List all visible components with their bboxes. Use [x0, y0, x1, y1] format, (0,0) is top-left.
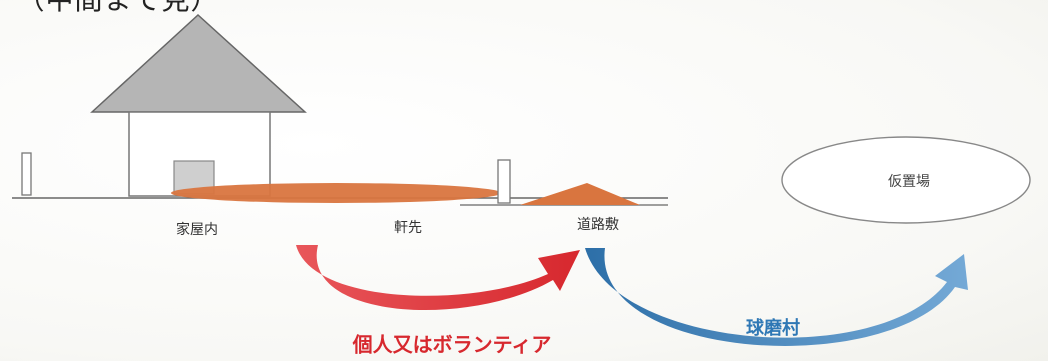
volunteer-flow-label: 個人又はボランティア — [352, 332, 552, 357]
temporary-site-label: 仮置場 — [888, 174, 930, 190]
house-roof — [90, 13, 307, 113]
left-post — [21, 152, 32, 196]
road-post — [497, 159, 511, 204]
house-interior-label: 家屋内 — [176, 222, 218, 238]
header-fragment-text: （中間まで見） — [16, 0, 219, 18]
debris-pile-eaves — [171, 183, 501, 203]
temporary-site-oval — [781, 136, 1031, 224]
road-label: 道路敷 — [577, 217, 619, 233]
volunteer-arrow — [296, 245, 580, 311]
debris-pile-road — [520, 183, 640, 205]
village-flow-label: 球磨村 — [746, 318, 800, 339]
eaves-label: 軒先 — [394, 220, 422, 236]
